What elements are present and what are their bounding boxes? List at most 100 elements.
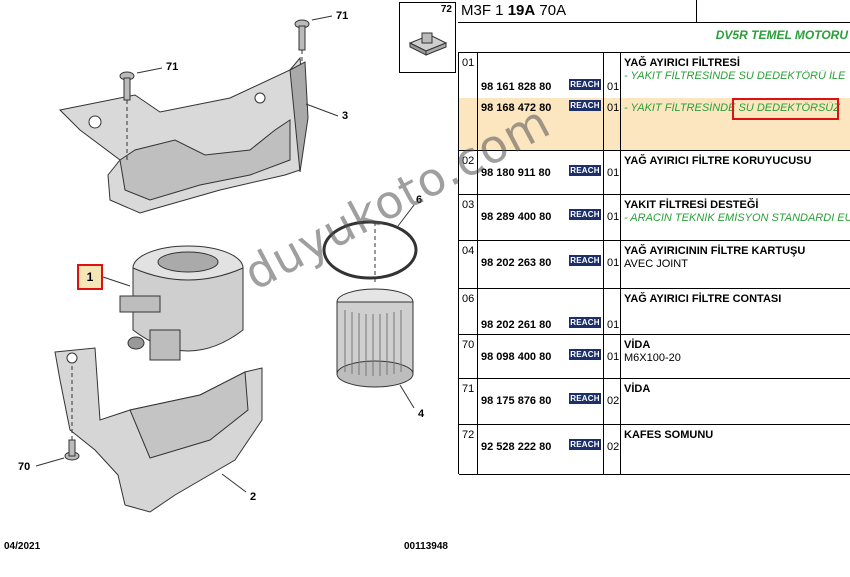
callout-4: 4 (418, 408, 425, 420)
row-index: 72 (462, 429, 475, 441)
callout-2: 2 (250, 491, 257, 503)
engine-title: DV5R TEMEL MOTORU (715, 28, 848, 42)
column-divider (477, 425, 478, 475)
part-reference[interactable]: 98 202 261 80 (481, 319, 552, 331)
row-index: 71 (462, 383, 475, 395)
table-row[interactable]: 04 98 202 263 80 REACH 01 YAĞ AYIRICININ FİL… (459, 240, 850, 289)
table-row[interactable]: 01 98 161 828 80 REACH 01 YAĞ AYIRICI FİLTRE… (459, 52, 850, 99)
quantity: 01 (607, 257, 620, 269)
column-divider (620, 335, 621, 379)
cage-nut-icon (408, 32, 448, 56)
callout-70: 70 (18, 461, 31, 473)
reach-badge: REACH (569, 255, 601, 266)
column-divider (620, 53, 621, 99)
row-index: 02 (462, 155, 475, 167)
part-reference[interactable]: 98 202 263 80 (481, 257, 552, 269)
column-divider (603, 379, 604, 425)
gasket-part-6 (322, 220, 418, 280)
catalog-header: M3F 1 19A 70A (458, 0, 850, 23)
diagram-date: 04/2021 (4, 541, 41, 552)
column-divider (620, 289, 621, 335)
bracket-part-3 (58, 56, 309, 214)
filter-cartridge-part-4 (336, 288, 414, 388)
callout-3: 3 (342, 110, 349, 122)
part-description: YAĞ AYIRICI FİLTRESİ (624, 57, 740, 69)
highlight-box (732, 98, 839, 120)
quantity: 01 (607, 351, 620, 363)
catalog-code-suffix: 70A (535, 2, 567, 19)
callout-72: 72 (440, 4, 452, 15)
row-index: 06 (462, 293, 475, 305)
part-note: - YAKIT FİLTRESİNDE SU DEDEKTÖRSÜZ (624, 102, 840, 114)
part-reference[interactable]: 92 528 222 80 (481, 441, 552, 453)
column-divider (603, 335, 604, 379)
column-divider (620, 151, 621, 195)
part-reference[interactable]: 98 098 400 80 (481, 351, 552, 363)
row-index: 70 (462, 339, 475, 351)
exploded-parts-diagram: 71 71 3 6 1 4 70 2 04/2021 00113948 (4, 10, 448, 552)
row-index: 01 (462, 57, 475, 69)
diagram-code: 00113948 (404, 541, 448, 552)
part-description: YAKIT FİLTRESİ DESTEĞİ (624, 199, 759, 211)
column-divider (477, 289, 478, 335)
catalog-code: M3F 1 19A 70A (461, 2, 566, 19)
part-description: KAFES SOMUNU (624, 429, 714, 441)
reach-badge: REACH (569, 393, 601, 404)
quantity: 01 (607, 81, 620, 93)
column-divider (477, 151, 478, 195)
part-reference[interactable]: 98 161 828 80 (481, 81, 552, 93)
column-divider (603, 425, 604, 475)
table-bottom-border (459, 474, 850, 475)
part-note: - ARACIN TEKNİK EMİSYON STANDARDI EU (624, 212, 850, 224)
reach-badge: REACH (569, 79, 601, 90)
quantity: 01 (607, 102, 620, 114)
quantity: 02 (607, 395, 620, 407)
catalog-code-bold: 19A (507, 2, 536, 19)
bolt-71-left (119, 71, 135, 101)
column-divider (620, 241, 621, 289)
column-divider (477, 379, 478, 425)
reach-badge: REACH (569, 209, 601, 220)
part-reference[interactable]: 98 175 876 80 (481, 395, 552, 407)
column-divider (620, 98, 621, 150)
table-row[interactable]: 98 168 472 80 REACH 01 - YAKIT FİLTRESİNDE … (459, 98, 850, 150)
column-divider (477, 241, 478, 289)
column-divider (603, 53, 604, 99)
quantity: 01 (607, 319, 620, 331)
reach-badge: REACH (569, 317, 601, 328)
column-divider (603, 151, 604, 195)
column-divider (603, 98, 604, 150)
column-divider (620, 379, 621, 425)
row-index: 04 (462, 245, 475, 257)
column-divider (477, 98, 478, 150)
leader-lines (35, 15, 415, 493)
part-reference[interactable]: 98 289 400 80 (481, 211, 552, 223)
reach-badge: REACH (569, 349, 601, 360)
quantity: 01 (607, 167, 620, 179)
column-divider (620, 425, 621, 475)
part-description: YAĞ AYIRICININ FİLTRE KARTUŞU (624, 245, 806, 257)
part-note: M6X100-20 (624, 352, 681, 364)
part-description: YAĞ AYIRICI FİLTRE CONTASI (624, 293, 782, 305)
reach-badge: REACH (569, 439, 601, 450)
part-description: VİDA (624, 339, 651, 351)
callout-1-highlight: 1 (77, 264, 103, 290)
callout-71-top: 71 (336, 10, 349, 22)
column-divider (477, 335, 478, 379)
table-row[interactable]: 06 98 202 261 80 REACH 01 YAĞ AYIRICI FİLTRE… (459, 288, 850, 335)
column-divider (603, 289, 604, 335)
part-reference[interactable]: 98 180 911 80 (481, 167, 551, 179)
header-divider (696, 0, 697, 22)
column-divider (603, 241, 604, 289)
parts-illustration (35, 15, 418, 513)
bolt-71-top (294, 19, 310, 51)
filter-housing-part-1 (119, 245, 244, 361)
reach-badge: REACH (569, 100, 601, 111)
part-reference[interactable]: 98 168 472 80 (481, 102, 552, 114)
